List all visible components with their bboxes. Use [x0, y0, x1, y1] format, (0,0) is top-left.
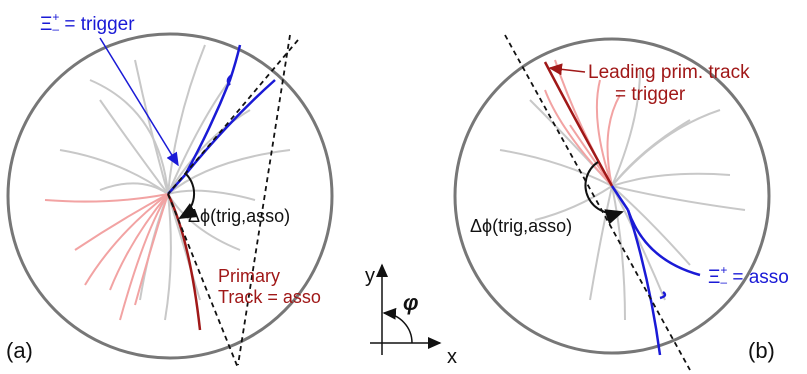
panel-a-dashed-axis — [238, 35, 290, 365]
panel-b-leading-pointer-arrow — [550, 68, 585, 72]
panel-b-delta-phi-label: Δϕ(trig,asso) — [470, 216, 572, 236]
panel-a-dashed-axis-2 — [168, 40, 298, 194]
panel-a-primary-label-line2: Track = asso — [218, 287, 321, 307]
panel-b: Leading prim. track = trigger Δϕ(trig,as… — [455, 35, 789, 370]
panel-a-xi-pointer-arrow — [100, 38, 178, 165]
x-axis-label: x — [447, 346, 457, 368]
axes-indicator: x y φ — [365, 265, 457, 368]
panel-a-label: (a) — [6, 338, 33, 363]
panel-b-xi-label: Ξ+– = asso — [708, 263, 789, 289]
panel-b-leading-label-line1: Leading prim. track — [588, 62, 750, 83]
panel-b-leading-label-line2: = trigger — [615, 84, 686, 105]
panel-b-label: (b) — [748, 338, 775, 363]
panel-a-primary-label-line1: Primary — [218, 266, 280, 286]
panel-a: Ξ+– = trigger Δϕ(trig,asso) Primary Trac… — [6, 10, 332, 368]
panel-b-detector-circle — [455, 39, 769, 353]
phi-label: φ — [403, 290, 418, 315]
panel-a-xi-tracks — [168, 45, 275, 194]
panel-a-pink-tracks — [45, 194, 168, 320]
panel-a-delta-phi-label: Δϕ(trig,asso) — [188, 206, 290, 226]
y-axis-label: y — [365, 265, 375, 287]
phi-arc — [384, 313, 412, 343]
panel-a-xi-label: Ξ+– = trigger — [40, 10, 135, 36]
